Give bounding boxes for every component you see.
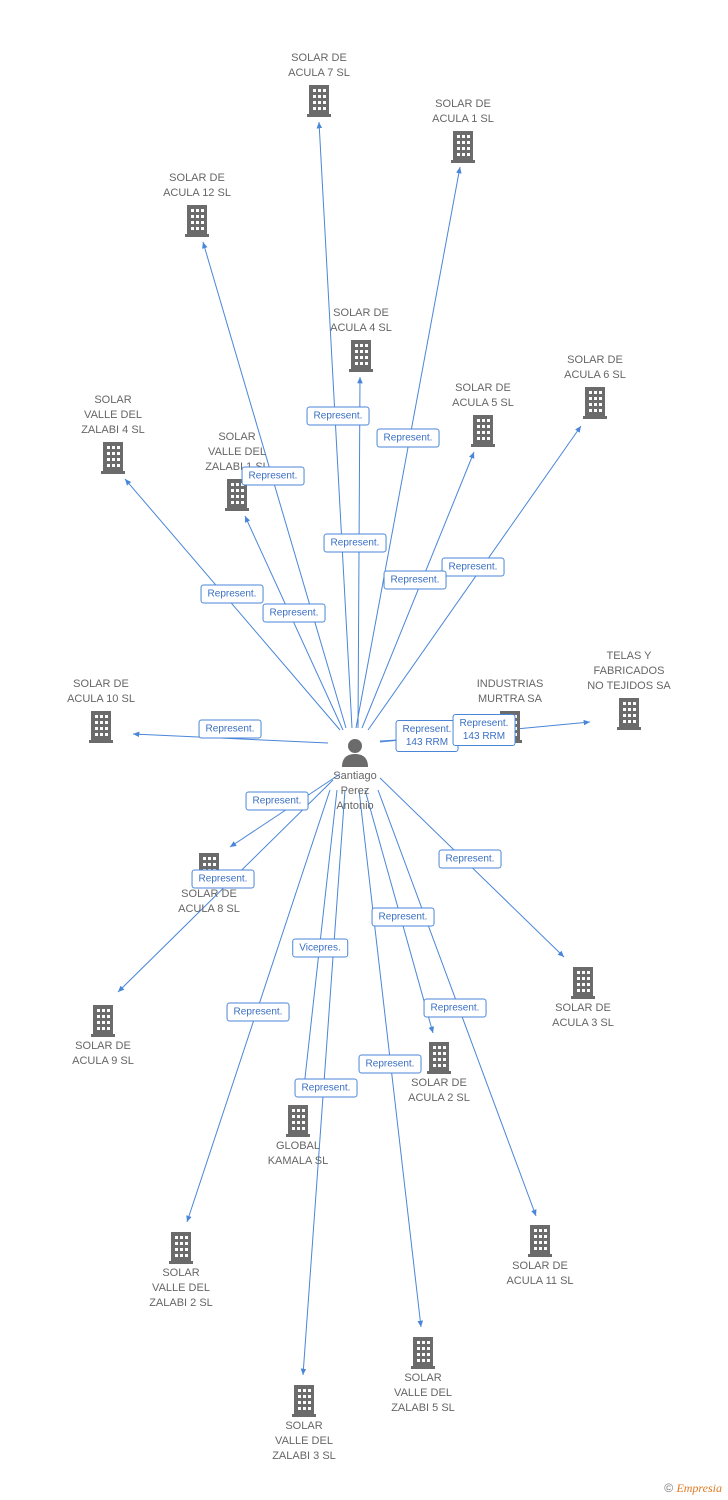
- edge-label-murtra[interactable]: Represent. 143 RRM: [395, 720, 459, 752]
- node-label: SOLAR DE ACULA 8 SL: [178, 888, 240, 915]
- copyright-symbol: ©: [664, 1481, 674, 1495]
- person-icon: [342, 739, 368, 767]
- node-label: SOLAR DE ACULA 10 SL: [67, 678, 135, 705]
- edge-acula10: [132, 731, 329, 744]
- edge-label-acula1[interactable]: Represent.: [376, 428, 440, 448]
- company-node-acula1[interactable]: SOLAR DE ACULA 1 SL: [403, 97, 523, 163]
- node-label: SOLAR DE ACULA 2 SL: [408, 1077, 470, 1104]
- building-icon: [427, 1042, 451, 1074]
- node-label: SOLAR DE ACULA 11 SL: [506, 1260, 574, 1287]
- brand-logo[interactable]: Empresia: [676, 1481, 722, 1495]
- building-icon: [169, 1232, 193, 1264]
- edge-label-acula3[interactable]: Represent.: [438, 849, 502, 869]
- company-node-kamala[interactable]: GLOBAL KAMALA SL: [238, 1103, 358, 1169]
- building-icon: [101, 442, 125, 474]
- building-icon: [571, 967, 595, 999]
- edge-label-acula12[interactable]: Represent.: [241, 466, 305, 486]
- company-node-zalabi5[interactable]: SOLAR VALLE DEL ZALABI 5 SL: [363, 1335, 483, 1416]
- company-node-zalabi4[interactable]: SOLAR VALLE DEL ZALABI 4 SL: [53, 393, 173, 474]
- company-node-zalabi2[interactable]: SOLAR VALLE DEL ZALABI 2 SL: [121, 1230, 241, 1311]
- building-icon: [617, 698, 641, 730]
- node-label: SOLAR DE ACULA 6 SL: [564, 354, 626, 381]
- company-node-acula6[interactable]: SOLAR DE ACULA 6 SL: [535, 353, 655, 419]
- node-label: SOLAR DE ACULA 4 SL: [330, 307, 392, 334]
- edge-label-zalabi3[interactable]: Represent.: [294, 1078, 358, 1098]
- company-node-acula9[interactable]: SOLAR DE ACULA 9 SL: [43, 1003, 163, 1069]
- edge-label-acula8[interactable]: Represent.: [245, 791, 309, 811]
- company-node-acula10[interactable]: SOLAR DE ACULA 10 SL: [41, 677, 161, 743]
- edge-label-zalabi5[interactable]: Represent.: [358, 1054, 422, 1074]
- edge-acula5: [361, 451, 475, 729]
- building-icon: [286, 1105, 310, 1137]
- edge-label-zalabi1[interactable]: Represent.: [262, 603, 326, 623]
- building-icon: [89, 711, 113, 743]
- edge-label-telas[interactable]: Represent. 143 RRM: [452, 714, 516, 746]
- edge-acula6: [367, 425, 582, 731]
- building-icon: [307, 85, 331, 117]
- building-icon: [583, 387, 607, 419]
- footer: © Empresia: [664, 1481, 722, 1496]
- edge-label-acula10[interactable]: Represent.: [198, 719, 262, 739]
- edge-acula1: [355, 166, 462, 729]
- company-node-zalabi3[interactable]: SOLAR VALLE DEL ZALABI 3 SL: [244, 1383, 364, 1464]
- company-node-acula3[interactable]: SOLAR DE ACULA 3 SL: [523, 965, 643, 1031]
- person-node-person[interactable]: Santiago Perez Antonio: [295, 737, 415, 814]
- company-node-acula2[interactable]: SOLAR DE ACULA 2 SL: [379, 1040, 499, 1106]
- company-node-acula11[interactable]: SOLAR DE ACULA 11 SL: [480, 1223, 600, 1289]
- node-label: SOLAR DE ACULA 12 SL: [163, 172, 231, 199]
- node-label: SOLAR DE ACULA 9 SL: [72, 1040, 134, 1067]
- edge-label-kamala[interactable]: Vicepres.: [292, 938, 348, 958]
- edge-label-acula4[interactable]: Represent.: [323, 533, 387, 553]
- company-node-acula4[interactable]: SOLAR DE ACULA 4 SL: [301, 306, 421, 372]
- node-label: SOLAR DE ACULA 7 SL: [288, 52, 350, 79]
- company-node-acula12[interactable]: SOLAR DE ACULA 12 SL: [137, 171, 257, 237]
- node-label: Santiago Perez Antonio: [333, 770, 377, 812]
- node-label: SOLAR VALLE DEL ZALABI 5 SL: [391, 1372, 455, 1414]
- edge-label-zalabi2[interactable]: Represent.: [226, 1002, 290, 1022]
- node-label: SOLAR DE ACULA 5 SL: [452, 382, 514, 409]
- edge-label-acula6[interactable]: Represent.: [441, 557, 505, 577]
- building-icon: [451, 131, 475, 163]
- node-label: SOLAR VALLE DEL ZALABI 3 SL: [272, 1420, 336, 1462]
- edge-label-acula5[interactable]: Represent.: [383, 570, 447, 590]
- edge-zalabi1: [244, 515, 344, 731]
- edge-label-acula9[interactable]: Represent.: [191, 869, 255, 889]
- edge-label-acula11[interactable]: Represent.: [423, 998, 487, 1018]
- edge-label-acula7[interactable]: Represent.: [306, 406, 370, 426]
- edge-zalabi4: [124, 478, 341, 731]
- node-label: GLOBAL KAMALA SL: [267, 1140, 329, 1167]
- company-node-acula7[interactable]: SOLAR DE ACULA 7 SL: [259, 51, 379, 117]
- building-icon: [349, 340, 373, 372]
- node-label: SOLAR VALLE DEL ZALABI 2 SL: [149, 1267, 213, 1309]
- node-label: SOLAR DE ACULA 3 SL: [552, 1002, 614, 1029]
- edge-acula8: [229, 773, 341, 848]
- building-icon: [528, 1225, 552, 1257]
- node-label: SOLAR VALLE DEL ZALABI 4 SL: [81, 394, 145, 436]
- building-icon: [91, 1005, 115, 1037]
- building-icon: [411, 1337, 435, 1369]
- building-icon: [292, 1385, 316, 1417]
- edge-label-acula2[interactable]: Represent.: [371, 907, 435, 927]
- node-label: TELAS Y FABRICADOS NO TEJIDOS SA: [587, 650, 671, 692]
- edge-acula4: [357, 376, 363, 729]
- company-node-acula5[interactable]: SOLAR DE ACULA 5 SL: [423, 381, 543, 447]
- edge-label-zalabi4[interactable]: Represent.: [200, 584, 264, 604]
- building-icon: [225, 479, 249, 511]
- building-icon: [471, 415, 495, 447]
- company-node-telas[interactable]: TELAS Y FABRICADOS NO TEJIDOS SA: [569, 649, 689, 730]
- node-label: INDUSTRIAS MURTRA SA: [476, 678, 544, 705]
- building-icon: [185, 205, 209, 237]
- node-label: SOLAR DE ACULA 1 SL: [432, 98, 494, 125]
